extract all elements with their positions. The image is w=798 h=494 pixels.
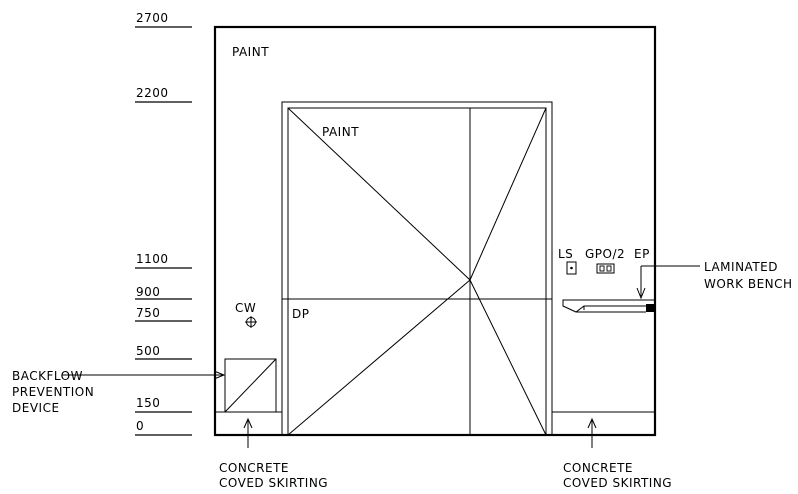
bench-bracket bbox=[646, 304, 655, 312]
backflow-callout: BACKFLOW PREVENTION DEVICE bbox=[12, 369, 226, 415]
backflow-label-line1: BACKFLOW bbox=[12, 369, 83, 383]
cw-label: CW bbox=[235, 301, 256, 315]
ep-label: EP bbox=[634, 247, 650, 261]
door-swing-line bbox=[287, 107, 471, 281]
skirting-left-label-line2: COVED SKIRTING bbox=[219, 476, 328, 490]
backflow-label-line3: DEVICE bbox=[12, 401, 60, 415]
door-swing-line bbox=[469, 279, 547, 436]
door bbox=[281, 101, 553, 436]
wall-outline bbox=[213, 25, 657, 437]
work-bench bbox=[562, 299, 656, 313]
level-marker-0: 0 bbox=[135, 419, 192, 436]
level-label: 750 bbox=[136, 306, 160, 320]
paint-label-wall: PAINT bbox=[232, 45, 269, 59]
level-marker-500: 500 bbox=[135, 344, 192, 360]
level-label: 2200 bbox=[136, 86, 169, 100]
level-marker-150: 150 bbox=[135, 396, 192, 413]
cold-water-tap-icon bbox=[245, 316, 257, 328]
level-label: 1100 bbox=[136, 252, 169, 266]
level-marker-2700: 2700 bbox=[135, 11, 192, 28]
level-marker-1100: 1100 bbox=[135, 252, 192, 269]
skirting-left-label-line1: CONCRETE bbox=[219, 461, 289, 475]
bench-callout: LAMINATED WORK BENCH bbox=[636, 260, 793, 300]
backflow-device bbox=[224, 358, 277, 413]
level-label: 500 bbox=[136, 344, 160, 358]
skirting-callout-right: CONCRETE COVED SKIRTING bbox=[563, 417, 672, 490]
light-switch-icon bbox=[566, 261, 577, 275]
door-frame-inner bbox=[287, 107, 547, 436]
skirting-right-label-line1: CONCRETE bbox=[563, 461, 633, 475]
gpo-label: GPO/2 bbox=[585, 247, 625, 261]
door-frame-outer bbox=[281, 101, 553, 436]
level-marker-2200: 2200 bbox=[135, 86, 192, 103]
power-outlet-icon bbox=[596, 263, 615, 274]
level-label: 2700 bbox=[136, 11, 169, 25]
level-marker-750: 750 bbox=[135, 306, 192, 322]
level-label: 150 bbox=[136, 396, 160, 410]
door-swing-line bbox=[469, 107, 547, 281]
level-marker-900: 900 bbox=[135, 285, 192, 300]
skirting-right-label-line2: COVED SKIRTING bbox=[563, 476, 672, 490]
level-scale: 2700 2200 1100 900 750 500 150 0 bbox=[135, 11, 192, 436]
level-label: 900 bbox=[136, 285, 160, 299]
dp-label: DP bbox=[292, 307, 309, 321]
door-swing-line bbox=[287, 279, 471, 436]
paint-label-door: PAINT bbox=[322, 125, 359, 139]
ls-label: LS bbox=[558, 247, 573, 261]
level-label: 0 bbox=[136, 419, 144, 433]
bench-label-line2: WORK BENCH bbox=[704, 277, 793, 291]
backflow-label-line2: PREVENTION bbox=[12, 385, 94, 399]
bench-label-line1: LAMINATED bbox=[704, 260, 778, 274]
skirting-callout-left: CONCRETE COVED SKIRTING bbox=[219, 417, 328, 490]
